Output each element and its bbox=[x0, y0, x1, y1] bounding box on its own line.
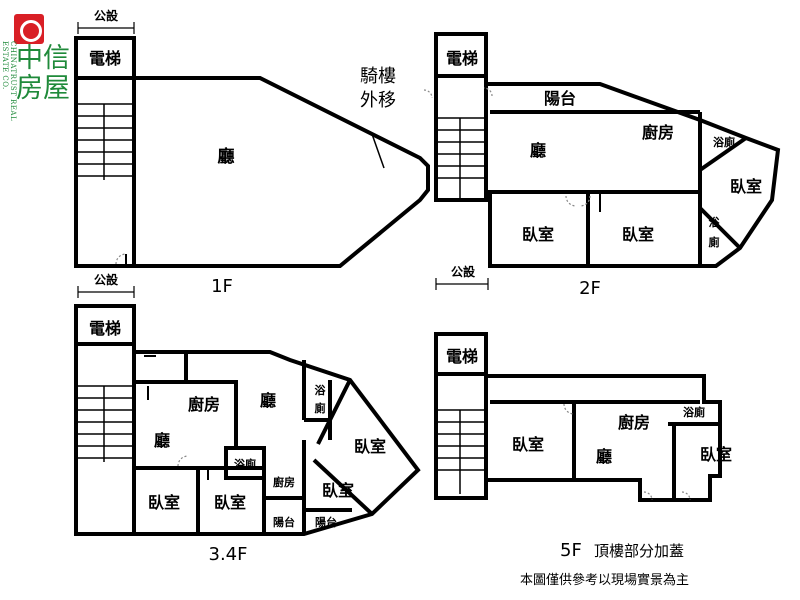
wall-5f-stair-block bbox=[434, 332, 488, 500]
label-5f-kitchen: 廚房 bbox=[618, 413, 650, 432]
label-2f-bath-2b: 廁 bbox=[709, 235, 720, 249]
wall-1f-stair-block bbox=[74, 36, 136, 268]
label-1f-public: 公設 bbox=[94, 8, 119, 23]
floor-5f-note: 頂樓部分加蓋 bbox=[594, 542, 684, 560]
plan-2f bbox=[423, 32, 781, 268]
wall-34f-stair-block bbox=[74, 304, 136, 536]
label-1f-elevator: 電梯 bbox=[89, 49, 121, 68]
label-5f-hall: 廳 bbox=[596, 447, 612, 466]
wall-2f-outer bbox=[486, 82, 781, 268]
label-34f-hall-1: 廳 bbox=[260, 391, 276, 410]
label-2f-hall: 廳 bbox=[530, 141, 546, 160]
plan-5f bbox=[434, 332, 722, 502]
stairs-34f bbox=[78, 385, 132, 462]
wall-34f-kitchen bbox=[134, 380, 238, 448]
floor-label-2f: 2F bbox=[579, 278, 601, 299]
floor-label-1f: 1F bbox=[211, 276, 233, 297]
label-5f-bath: 浴廁 bbox=[683, 405, 705, 419]
wall-34f-bath-center bbox=[224, 446, 266, 480]
label-5f-bedroom-2: 臥室 bbox=[700, 445, 732, 464]
stairs-1f bbox=[78, 103, 132, 180]
label-34f-bedroom-1: 臥室 bbox=[148, 493, 180, 512]
floor-label-5f: 5F bbox=[560, 540, 582, 561]
wall-34f-bedroom-diag bbox=[316, 379, 352, 445]
stairs-5f bbox=[438, 409, 484, 494]
label-5f-elevator: 電梯 bbox=[446, 347, 478, 366]
door-swing-1f bbox=[115, 253, 127, 265]
wall-2f-bath1-diag bbox=[698, 136, 748, 172]
label-2f-bedroom-2: 臥室 bbox=[622, 225, 654, 244]
label-34f-elevator: 電梯 bbox=[89, 319, 121, 338]
label-34f-bath-2b: 廁 bbox=[315, 401, 326, 415]
wall-34f-bedroom3-diag bbox=[312, 458, 374, 516]
logo-mark-icon bbox=[14, 14, 44, 44]
label-34f-bedroom-3: 臥室 bbox=[354, 437, 386, 456]
arcade-pointer-line bbox=[371, 133, 385, 169]
plan-1f bbox=[74, 36, 430, 268]
wall-5f-outer bbox=[486, 374, 722, 502]
label-5f-bedroom-1: 臥室 bbox=[512, 435, 544, 454]
label-2f-balcony: 陽台 bbox=[544, 89, 576, 108]
wall-2f-stair-block bbox=[434, 32, 488, 202]
label-34f-bath-2a: 浴 bbox=[315, 383, 327, 397]
label-1f-arcade-1: 騎樓 bbox=[360, 66, 396, 87]
label-34f-kitchen-2: 廚房 bbox=[273, 475, 295, 489]
label-2f-bedroom-1: 臥室 bbox=[522, 225, 554, 244]
label-34f-kitchen: 廚房 bbox=[188, 395, 220, 414]
brand-name-text: 中信房屋 bbox=[16, 43, 70, 104]
floor-label-34f: 3.4F bbox=[209, 544, 248, 565]
label-1f-hall: 廳 bbox=[218, 146, 235, 167]
label-34f-bedroom-4: 臥室 bbox=[322, 481, 354, 500]
plan-34f bbox=[74, 304, 421, 536]
stairs-2f bbox=[438, 117, 484, 198]
brand-name: 中信房屋 bbox=[16, 44, 76, 104]
dimension-markers bbox=[77, 22, 489, 298]
wall-34f-outer bbox=[134, 350, 421, 536]
label-1f-arcade-2: 外移 bbox=[360, 90, 396, 111]
label-2f-kitchen: 廚房 bbox=[642, 123, 674, 142]
label-34f-hall-2: 廳 bbox=[154, 431, 170, 450]
label-34f-public: 公設 bbox=[94, 272, 119, 287]
label-2f-bath-2a: 浴 bbox=[709, 215, 721, 229]
wall-2f-bath2-diag bbox=[698, 206, 742, 250]
label-2f-elevator: 電梯 bbox=[446, 49, 478, 68]
label-34f-balcony-1: 陽台 bbox=[273, 515, 295, 529]
label-34f-bath-1: 浴廁 bbox=[234, 457, 256, 471]
label-2f-bedroom-3: 臥室 bbox=[730, 177, 762, 196]
disclaimer-text: 本圖僅供參考以現場實景為主 bbox=[520, 572, 689, 588]
label-34f-bedroom-2: 臥室 bbox=[214, 493, 246, 512]
wall-1f-hall bbox=[134, 76, 430, 268]
label-2f-bath-1: 浴廁 bbox=[713, 135, 735, 149]
label-34f-balcony-2: 陽台 bbox=[315, 515, 337, 529]
label-2f-public: 公設 bbox=[451, 264, 476, 279]
